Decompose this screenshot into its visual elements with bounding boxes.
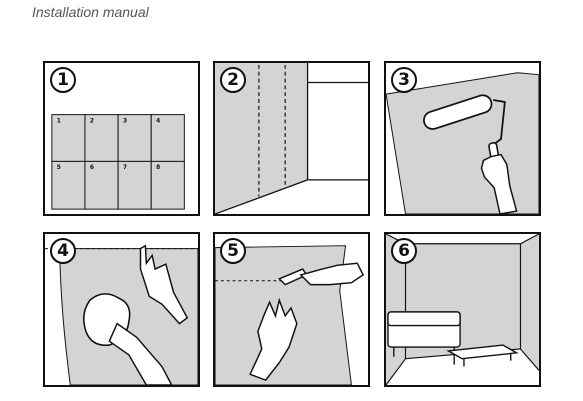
roller-paste-illustration: [386, 72, 539, 214]
step-number-badge: 6: [391, 238, 417, 264]
hand-icon: [108, 322, 173, 385]
wall-layout-illustration: 1 2 3 4 5 6 7 8: [51, 114, 185, 210]
sofa-icon: [387, 311, 461, 357]
step-4-panel: 4: [43, 232, 200, 387]
hand-icon: [139, 244, 189, 325]
side-wall: [520, 234, 539, 371]
step-number-badge: 1: [50, 67, 76, 93]
trimming-illustration: [215, 245, 365, 385]
tile-number: 1: [57, 118, 61, 124]
wall-tile: [51, 160, 86, 210]
finished-room-illustration: [386, 234, 539, 385]
step-number-badge: 2: [220, 67, 246, 93]
smoothing-illustration: [45, 244, 198, 385]
step-number-badge: 3: [391, 67, 417, 93]
tile-number: 8: [156, 165, 160, 171]
page-subtitle: Installation manual: [32, 4, 149, 20]
step-1-panel: 1 2 3 4 5 6 7 8 1: [43, 61, 200, 216]
wall-tile: [84, 114, 119, 162]
hand-icon: [480, 153, 518, 214]
step-number-badge: 4: [50, 238, 76, 264]
wall-tile: [117, 160, 152, 210]
room-marking-illustration: [215, 63, 368, 214]
hand-icon: [249, 297, 298, 382]
step-5-panel: 5: [213, 232, 370, 387]
wall-tile: [51, 114, 86, 162]
step-2-panel: 2: [213, 61, 370, 216]
wallpapered-wall: [215, 63, 308, 214]
tile-number: 5: [57, 165, 61, 171]
tile-number: 4: [156, 118, 160, 124]
step-number-badge: 5: [220, 238, 246, 264]
coffee-table-icon: [446, 344, 519, 367]
step-6-panel: 6: [384, 232, 541, 387]
step-3-panel: 3: [384, 61, 541, 216]
hand-icon: [299, 262, 365, 286]
tile-number: 2: [90, 118, 94, 124]
wallpaper-sheet: [386, 72, 539, 214]
wall-tile: [150, 114, 185, 162]
wall-tile: [150, 160, 185, 210]
tile-number: 7: [123, 165, 127, 171]
tile-number: 6: [90, 165, 94, 171]
wall-tile: [84, 160, 119, 210]
tile-number: 3: [123, 118, 127, 124]
